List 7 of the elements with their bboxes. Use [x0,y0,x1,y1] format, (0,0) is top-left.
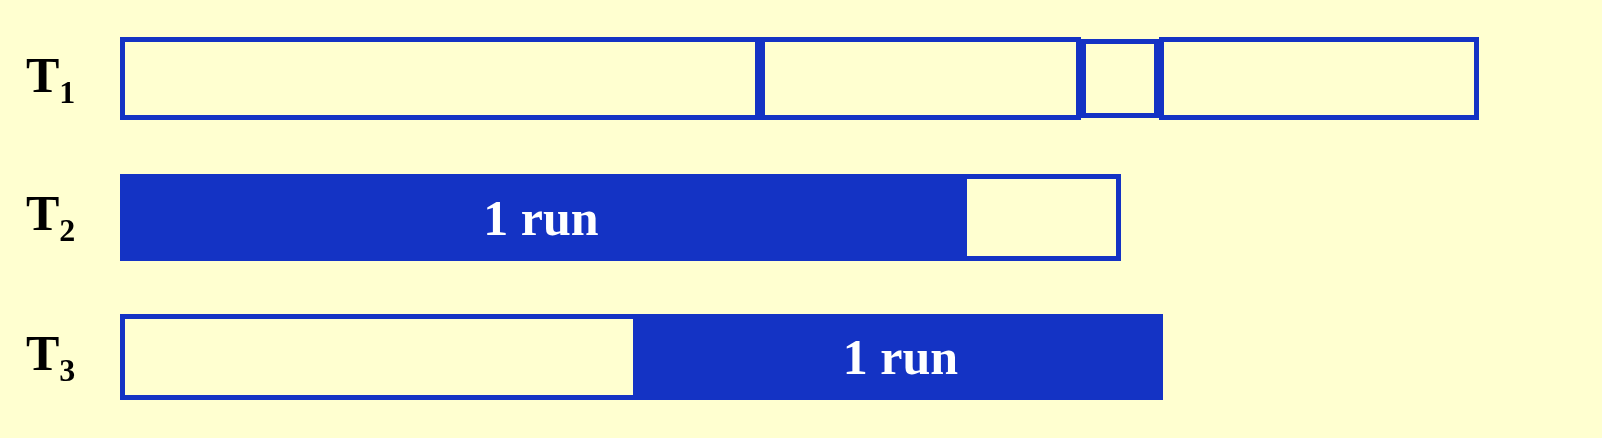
row-label: T$_{2}$ [26,188,76,246]
row-label: T$_{3}$ [26,328,76,386]
bar-label: 1 run [483,192,599,243]
filled-bar [120,174,962,261]
filled-bar [638,314,1163,400]
bar-label: 1 run [842,332,959,382]
row-label: T$_{1}$ [26,50,76,108]
